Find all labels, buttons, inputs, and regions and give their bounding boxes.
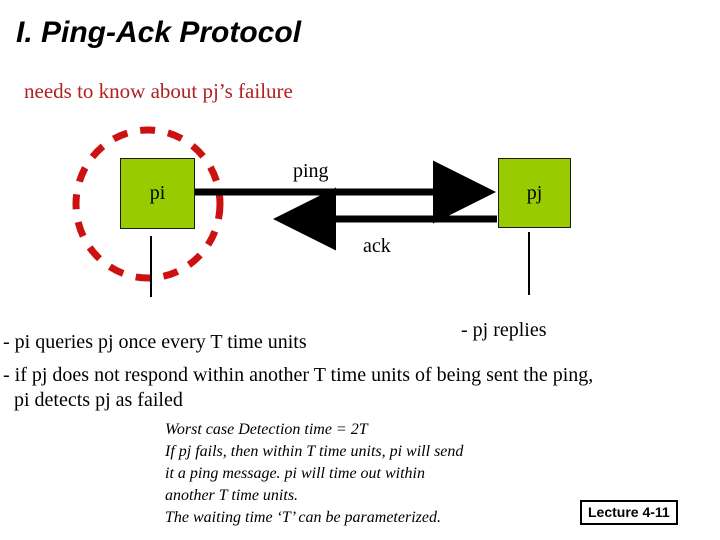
message-label-ack: ack xyxy=(363,235,391,257)
lecture-tag: Lecture 4-11 xyxy=(580,500,678,525)
node-box-pj: pj xyxy=(498,158,571,228)
page-title: I. Ping-Ack Protocol xyxy=(16,16,302,49)
subtitle-text: needs to know about pj’s failure xyxy=(24,79,293,103)
message-label-ping: ping xyxy=(293,160,329,182)
note-block: Worst case Detection time = 2T If pj fai… xyxy=(165,419,463,529)
bullet-item-3: pi detects pj as failed xyxy=(14,389,183,411)
note-line-2: If pj fails, then within T time units, p… xyxy=(165,443,464,460)
bullet-item-1: - pi queries pj once every T time units xyxy=(3,331,307,353)
node-box-pi: pi xyxy=(120,158,195,229)
note-line-5: The waiting time ‘T’ can be parameterize… xyxy=(165,509,441,526)
note-line-1: Worst case Detection time = 2T xyxy=(165,421,368,438)
note-line-3: it a ping message. pi will time out with… xyxy=(165,465,425,482)
note-line-4: another T time units. xyxy=(165,487,299,504)
bullet-item-2: - if pj does not respond within another … xyxy=(3,364,594,386)
bullet-item-pj-replies: - pj replies xyxy=(461,319,547,341)
